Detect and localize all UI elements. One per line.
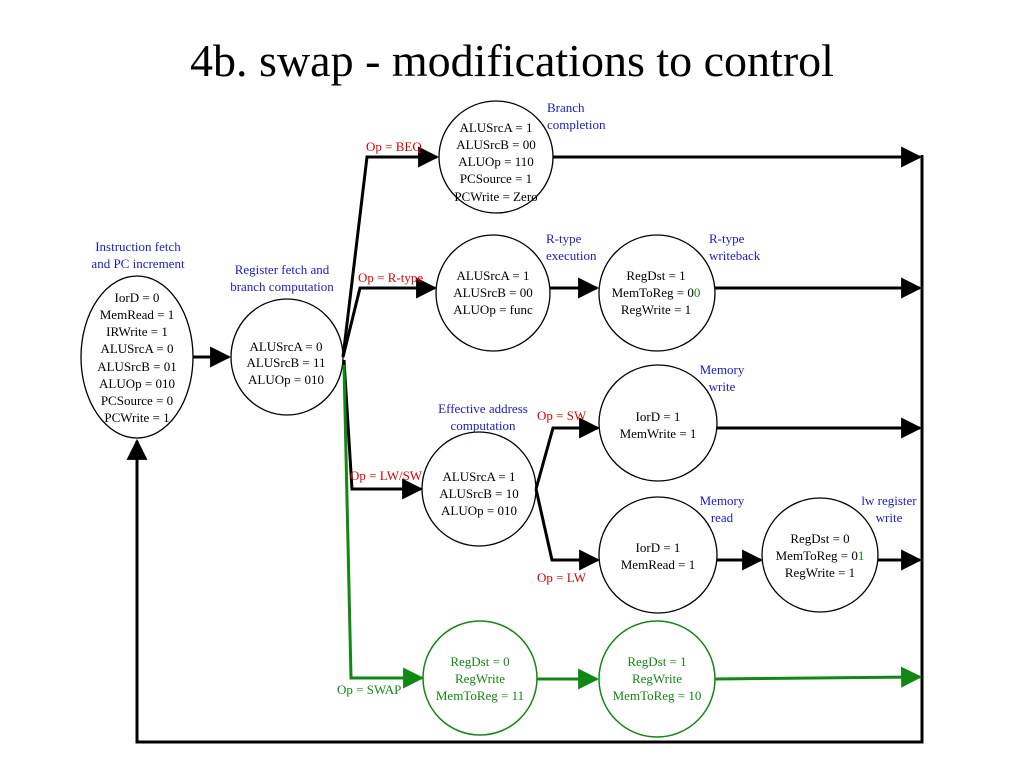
label-branch-completion: Branch	[547, 100, 585, 115]
signal-text: MemWrite = 1	[620, 426, 697, 441]
signal-text: ALUOp = func	[453, 302, 533, 317]
signal-text: MemRead = 1	[621, 557, 695, 572]
condition-lw: Op = LW	[537, 570, 587, 585]
label-memory-write: Memory	[700, 362, 745, 377]
page-title: 4b. swap - modifications to control	[190, 35, 834, 86]
signal-text: ALUOp = 010	[248, 372, 324, 387]
condition-beq: Op = BEQ	[366, 139, 422, 154]
signal-text: IorD = 1	[636, 540, 681, 555]
signal-text: RegWrite	[632, 671, 682, 686]
arrow-decode-to-memaddr	[342, 359, 424, 500]
signal-text: PCWrite = 1	[104, 410, 169, 425]
signal-text: RegDst = 0	[450, 654, 509, 669]
signal-text: MemToReg = 11	[436, 688, 524, 703]
condition-lwsw: Op = LW/SW	[350, 468, 423, 483]
signal-text: ALUSrcA = 1	[456, 268, 529, 283]
signal-text: ALUSrcA = 0	[100, 341, 173, 356]
arrow-memaddr-to-memread	[534, 488, 601, 571]
label-lw-writeback: lw register	[861, 493, 917, 508]
label-effective-address: Effective address	[438, 401, 528, 416]
condition-swap: Op = SWAP	[337, 682, 401, 697]
signal-text: RegWrite	[455, 671, 505, 686]
label-rtype-execution: execution	[546, 248, 597, 263]
signal-text: ALUOp = 010	[99, 376, 175, 391]
arrow-decode-to-swap	[342, 364, 425, 689]
condition-rtype: Op = R-type	[358, 270, 423, 285]
signal-text: ALUSrcB = 10	[439, 486, 519, 501]
signal-text: IorD = 1	[636, 409, 681, 424]
label-lw-writeback: write	[876, 510, 903, 525]
label-instruction-fetch: and PC increment	[91, 256, 185, 271]
label-effective-address: computation	[451, 418, 516, 433]
label-memory-write: write	[709, 379, 736, 394]
signal-text: ALUOp = 010	[441, 503, 517, 518]
label-register-fetch: branch computation	[230, 279, 334, 294]
label-instruction-fetch: Instruction fetch	[95, 239, 181, 254]
condition-sw: Op = SW	[537, 408, 587, 423]
signal-text: ALUSrcA = 1	[459, 120, 532, 135]
arrow-decode-to-rtype	[341, 277, 438, 358]
signal-text: RegWrite = 1	[785, 565, 855, 580]
label-register-fetch: Register fetch and	[235, 262, 330, 277]
signal-text: RegDst = 0	[790, 531, 849, 546]
signal-text: ALUSrcA = 0	[249, 339, 322, 354]
label-rtype-writeback: R-type	[709, 231, 745, 246]
signal-text: MemRead = 1	[100, 307, 174, 322]
signal-text: ALUOp = 110	[458, 154, 533, 169]
label-memory-read: read	[711, 510, 734, 525]
label-branch-completion: completion	[547, 117, 606, 132]
signal-text: PCSource = 1	[460, 171, 532, 186]
return-swap	[714, 666, 923, 688]
signal-text: ALUSrcB = 00	[453, 285, 533, 300]
arrow-memaddr-to-memwrite	[534, 417, 601, 490]
signal-text: RegWrite = 1	[621, 302, 691, 317]
signal-text: MemToReg = 01	[776, 548, 865, 563]
signal-text: ALUSrcB = 01	[97, 359, 177, 374]
signal-text: PCWrite = Zero	[454, 189, 537, 204]
signal-text: ALUSrcB = 11	[246, 355, 325, 370]
signal-text: ALUSrcB = 00	[456, 137, 536, 152]
signal-text: ALUSrcA = 1	[442, 469, 515, 484]
signal-text: RegDst = 1	[627, 654, 686, 669]
arrow-decode-to-branch	[341, 146, 440, 358]
signal-text: PCSource = 0	[101, 393, 173, 408]
label-memory-read: Memory	[700, 493, 745, 508]
signal-text: MemToReg = 00	[612, 285, 701, 300]
signal-text: RegDst = 1	[626, 268, 685, 283]
label-rtype-execution: R-type	[546, 231, 582, 246]
signal-text: IorD = 0	[115, 290, 160, 305]
state-memory-read	[598, 496, 718, 614]
signal-text: MemToReg = 10	[613, 688, 702, 703]
label-rtype-writeback: writeback	[709, 248, 761, 263]
signal-text: IRWrite = 1	[106, 324, 168, 339]
return-to-fetch	[126, 155, 924, 744]
